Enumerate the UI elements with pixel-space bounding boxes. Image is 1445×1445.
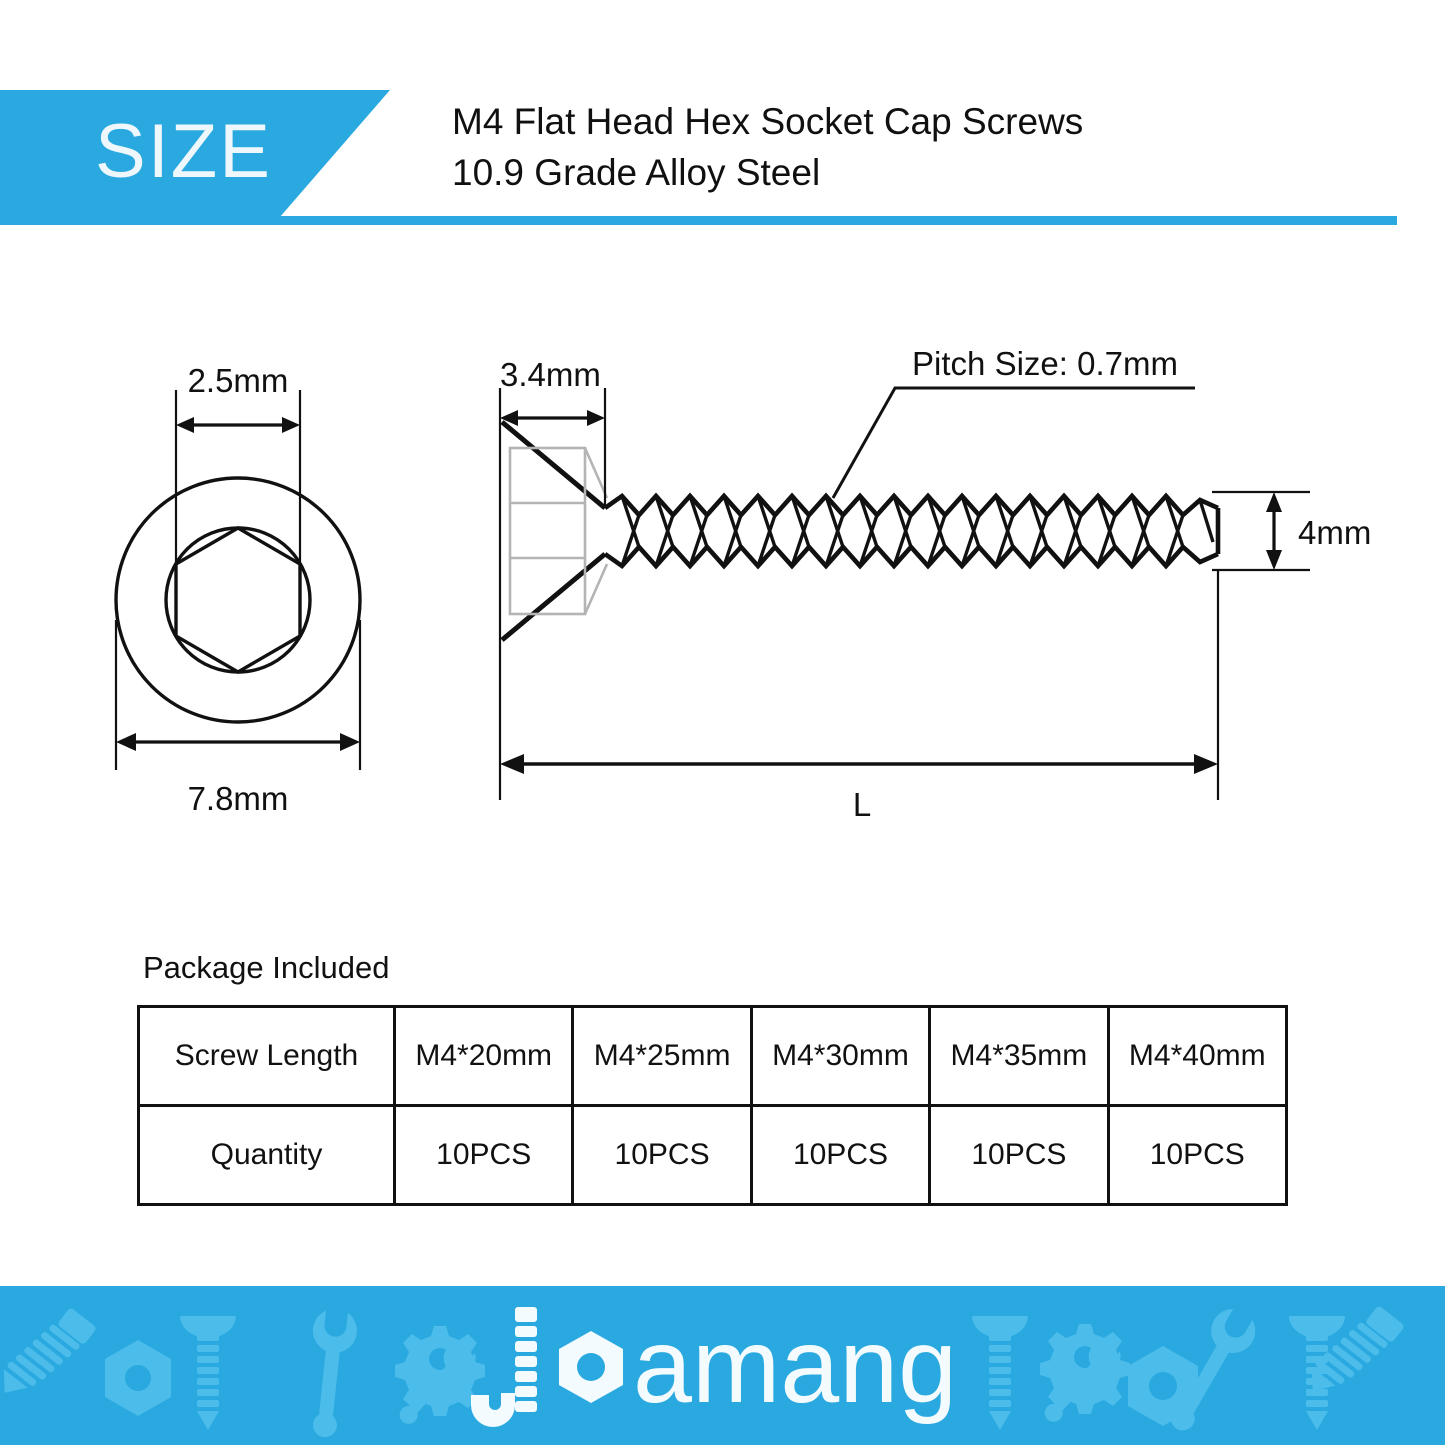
head-height-label: 3.4mm [500, 356, 601, 393]
head-diameter-label: 7.8mm [188, 780, 289, 817]
gear-wrench-icon [395, 1326, 485, 1424]
thread-diameter-dimension [1266, 492, 1282, 570]
size-badge-label: SIZE [95, 109, 272, 194]
table-cell: 10PCS [1106, 1104, 1289, 1206]
row-header-screw-length: Screw Length [137, 1005, 396, 1107]
length-extension-lines [498, 570, 1220, 800]
table-cell: 10PCS [749, 1104, 932, 1206]
page-header: SIZE M4 Flat Head Hex Socket Cap Screws … [0, 90, 1445, 230]
table-cell: 10PCS [571, 1104, 753, 1206]
wrench-icon [312, 1310, 357, 1438]
vertical-screw-icon-right [972, 1316, 1028, 1430]
table-cell: M4*20mm [392, 1005, 575, 1107]
screw-side-view [500, 420, 1221, 642]
thread-diameter-label: 4mm [1298, 514, 1371, 551]
head-height-dimension [500, 410, 605, 426]
diagonal-screw-icon-right [1311, 1306, 1404, 1391]
row-header-quantity: Quantity [137, 1104, 396, 1206]
gear-wrench-icon-right [1040, 1324, 1130, 1422]
table-cell: M4*35mm [928, 1005, 1110, 1107]
header-underline-bar [0, 216, 1397, 225]
pitch-size-label: Pitch Size: 0.7mm [912, 345, 1178, 382]
page-title: M4 Flat Head Hex Socket Cap Screws 10.9 … [452, 96, 1083, 198]
joamang-logo: amang [470, 1306, 957, 1427]
head-height-extension-lines [498, 388, 607, 660]
table-cell: 10PCS [928, 1104, 1110, 1206]
brand-logo: amang [0, 1286, 1445, 1445]
table-cell: M4*25mm [571, 1005, 753, 1107]
socket-width-extension-lines [174, 390, 302, 580]
logo-j-screw-icon [470, 1306, 537, 1427]
table-row: Screw Length M4*20mm M4*25mm M4*30mm M4*… [137, 1005, 1289, 1107]
package-title: Package Included [143, 950, 390, 985]
package-section: Package Included Screw Length M4*20mm M4… [137, 950, 1289, 1206]
hex-nut-icon-right [1128, 1346, 1198, 1426]
hex-nut-icon [105, 1340, 171, 1416]
table-row: Quantity 10PCS 10PCS 10PCS 10PCS 10PCS [137, 1104, 1289, 1206]
socket-width-dimension [176, 417, 300, 433]
logo-o-hexnut-icon [558, 1330, 623, 1403]
brand-footer: amang [0, 1286, 1445, 1445]
diagonal-screw-icon [3, 1308, 96, 1393]
head-outer-circle [114, 476, 362, 724]
thread-diameter-extension-lines [1212, 490, 1310, 572]
overall-length-label: L [853, 786, 871, 823]
footer-tool-pattern [3, 1306, 1404, 1438]
internal-hex-socket [508, 446, 609, 616]
hex-socket-outline [174, 526, 302, 674]
vertical-screw-icon-far-right [1289, 1316, 1345, 1430]
wrench-icon-right [1170, 1309, 1256, 1431]
pitch-leader-line [831, 386, 1195, 499]
product-title-line-1: M4 Flat Head Hex Socket Cap Screws [452, 101, 1084, 142]
countersunk-head-outline [500, 420, 607, 642]
socket-width-label: 2.5mm [188, 362, 289, 399]
head-inner-circle [164, 526, 312, 674]
head-diameter-extension-lines [114, 620, 362, 770]
table-cell: 10PCS [392, 1104, 575, 1206]
technical-drawing: 2.5mm 7.8mm 3.4mm Pitch Size: 0.7mm 4mm … [0, 330, 1445, 870]
table-cell: M4*30mm [749, 1005, 932, 1107]
logo-wordmark-text: amang [633, 1307, 957, 1425]
drawing-canvas: 2.5mm 7.8mm 3.4mm Pitch Size: 0.7mm 4mm … [114, 345, 1371, 823]
length-dimension [500, 754, 1218, 774]
threaded-shank [603, 492, 1221, 570]
head-diameter-dimension [116, 733, 360, 751]
vertical-screw-icon [180, 1316, 236, 1430]
screw-head-top-view [114, 476, 362, 724]
package-table: Screw Length M4*20mm M4*25mm M4*30mm M4*… [137, 1005, 1289, 1206]
product-title-line-2: 10.9 Grade Alloy Steel [452, 152, 821, 193]
table-cell: M4*40mm [1106, 1005, 1289, 1107]
